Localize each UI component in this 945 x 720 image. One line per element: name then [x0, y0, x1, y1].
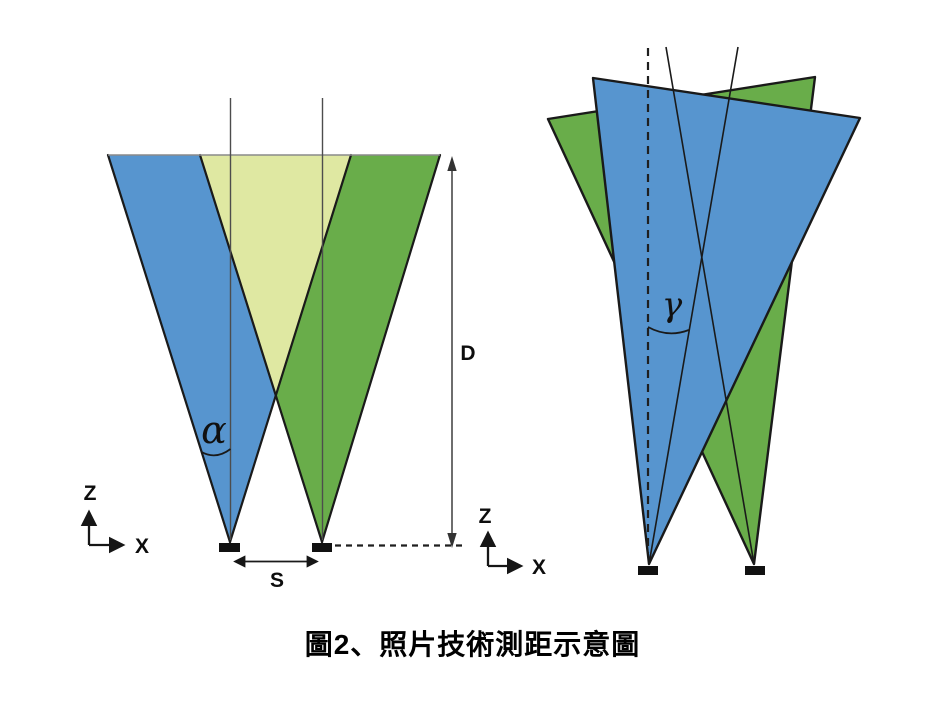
- right-blue-cone-optical-axis: [648, 46, 739, 565]
- right-blue-cone: [591, 76, 862, 566]
- left-blue-cone-left-edge: [106, 153, 232, 544]
- left-x-axis-label: X: [135, 535, 149, 558]
- right-diagram: γ Z X: [479, 46, 862, 579]
- alpha-angle-label: α: [201, 408, 227, 452]
- alpha-angle-arc: [201, 448, 232, 457]
- figure-caption: 圖2、照片技術測距示意圖: [304, 629, 641, 660]
- right-green-cone-optical-axis: [665, 46, 755, 565]
- baseline-label: S: [270, 569, 284, 592]
- camera1-marker: [219, 543, 240, 552]
- left-z-axis-label: Z: [84, 482, 97, 505]
- right-x-axis-label: X: [532, 556, 546, 579]
- left-green-cone-left-edge: [198, 153, 324, 544]
- gamma-angle-arc: [647, 326, 690, 335]
- gamma-angle-label: γ: [662, 285, 683, 325]
- distance-label: D: [460, 342, 475, 365]
- distance-arrowhead-up: [447, 156, 457, 171]
- cone-overlap-region: [200, 155, 351, 396]
- distance-arrowhead-down: [447, 533, 457, 548]
- right-z-axis-label: Z: [479, 505, 492, 528]
- camera3-marker: [638, 566, 658, 575]
- camera2-marker: [312, 543, 332, 552]
- camera4-marker: [745, 566, 765, 575]
- left-green-cone-right-edge: [320, 153, 442, 544]
- left-blue-cone-right-edge: [228, 153, 353, 544]
- left-diagram: α D S Z X: [80, 98, 476, 592]
